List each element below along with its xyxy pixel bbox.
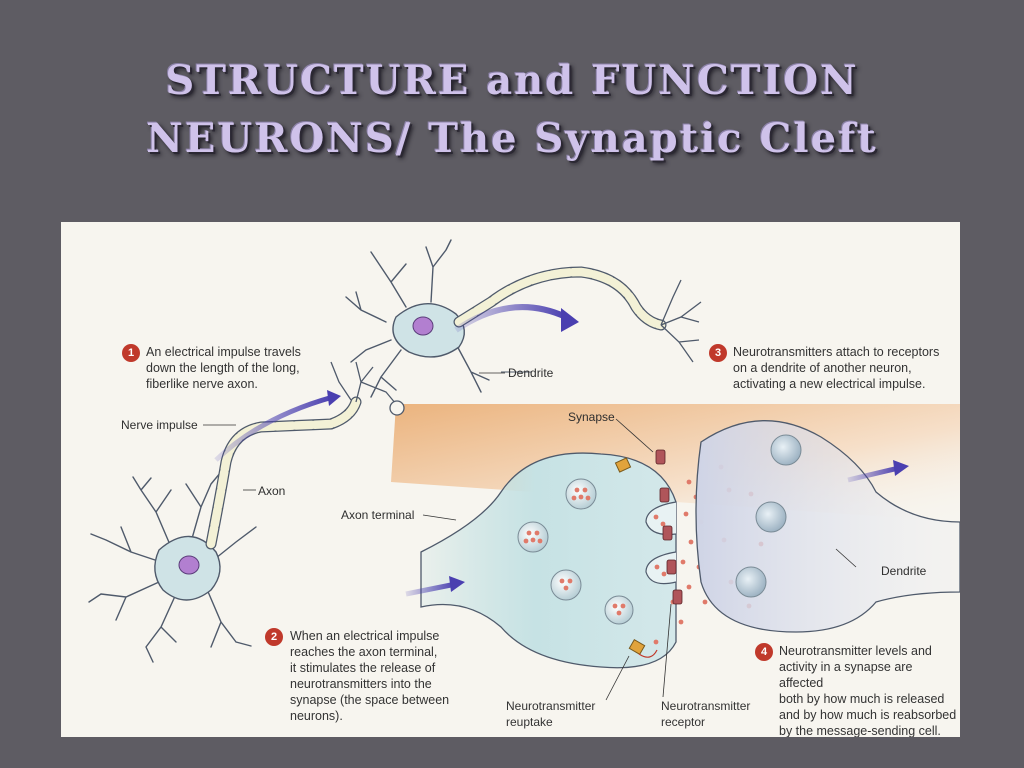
title-line-1: STRUCTURE and FUNCTION [165,57,859,104]
step-1-badge: 1 [122,344,140,362]
step-4-badge: 4 [755,643,773,661]
step-2-badge: 2 [265,628,283,646]
label-receptor: Neurotransmitter receptor [661,699,751,729]
lower-axon [205,396,362,550]
label-reuptake: Neurotransmitter reuptake [506,699,596,729]
dendrite-nuclei [735,434,802,598]
receptors [655,449,683,605]
step-1-text: An electrical impulse travels down the l… [146,345,301,391]
label-axon: Axon [258,484,286,498]
title-line-2: NEURONS/ The Synaptic Cleft [146,115,878,162]
label-axon-terminal: Axon terminal [341,508,415,522]
synapse-figure: 1 An electrical impulse travels down the… [61,222,960,737]
step-3-text: Neurotransmitters attach to receptors on… [733,345,940,391]
label-synapse: Synapse [568,410,615,424]
step-4-text: Neurotransmitter levels and activity in … [779,644,957,737]
step-3-badge: 3 [709,344,727,362]
upper-neuron-dendrites [345,239,490,398]
label-nerve-impulse: Nerve impulse [121,418,198,432]
lower-neuron [88,471,257,663]
nerve-impulse-arrow [214,394,334,462]
vesicles [517,478,634,625]
lower-nucleus [178,555,200,575]
slide-title: STRUCTURE and FUNCTION NEURONS/ The Syna… [0,52,1024,168]
step-2-text: When an electrical impulse reaches the a… [290,629,450,723]
upper-axon-terminals [660,279,702,363]
reuptake-transporter-bottom [628,638,646,656]
upper-axon [453,266,667,331]
leader-lines [203,372,857,701]
upper-impulse-arrow [454,304,568,333]
synapse-zoom-circle [389,400,405,416]
axon-terminal-branches [330,361,397,405]
label-dendrite-top: Dendrite [508,366,554,380]
reuptake-transporter-top [614,457,632,473]
synapse-diagram [88,239,960,701]
label-dendrite-right: Dendrite [881,564,927,578]
upper-nucleus [412,316,434,336]
